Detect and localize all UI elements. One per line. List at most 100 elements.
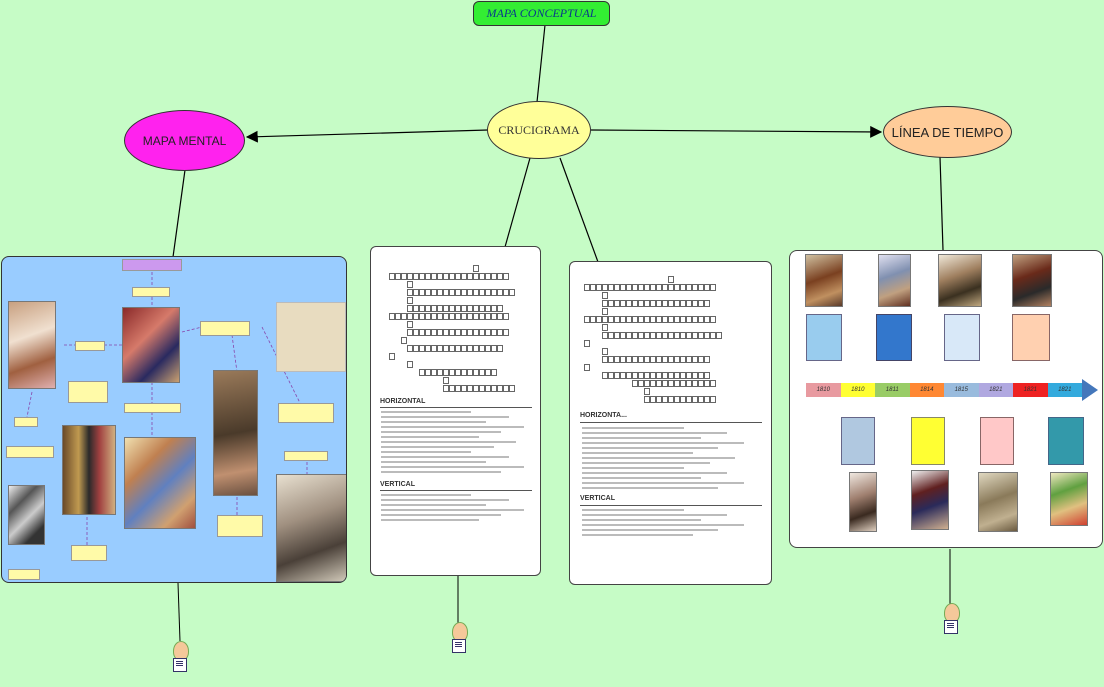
crossword-cell xyxy=(389,273,395,280)
crossword-grid-1 xyxy=(389,265,529,395)
crossword-cell xyxy=(632,356,638,363)
crossword-cell xyxy=(626,284,632,291)
node-crucigrama[interactable]: CRUCIGRAMA xyxy=(487,101,591,159)
clue-line xyxy=(582,529,718,531)
attachment-pin-timeline[interactable] xyxy=(943,603,960,634)
crossword-cell xyxy=(674,372,680,379)
timeline-image-2 xyxy=(878,254,911,307)
crossword-cell xyxy=(608,316,614,323)
clue-line xyxy=(381,519,479,521)
crossword-cell xyxy=(413,313,419,320)
node-linea-tiempo[interactable]: LÍNEA DE TIEMPO xyxy=(883,106,1012,158)
clue-line xyxy=(582,462,710,464)
crossword-cell xyxy=(485,369,491,376)
crossword-cell xyxy=(425,313,431,320)
crossword-cell xyxy=(401,337,407,344)
crossword-cell xyxy=(692,300,698,307)
crossword-cell xyxy=(698,332,704,339)
clue-line xyxy=(381,461,486,463)
crossword-cell xyxy=(449,369,455,376)
crossword-panel-2[interactable]: HORIZONTA... VERTICAL xyxy=(569,261,772,585)
crossword-cell xyxy=(431,313,437,320)
attachment-pin-crossword[interactable] xyxy=(451,622,468,653)
attachment-pin-mind-map[interactable] xyxy=(172,641,189,672)
crossword-cell xyxy=(473,289,479,296)
crossword-cell xyxy=(503,289,509,296)
crossword-cell xyxy=(656,396,662,403)
mind-map-label xyxy=(71,545,107,561)
timeline-image-5 xyxy=(849,472,877,532)
clue-line xyxy=(381,466,524,468)
crossword-cell xyxy=(608,284,614,291)
crossword-cell xyxy=(407,305,413,312)
crossword-cell xyxy=(461,313,467,320)
crossword-cell xyxy=(704,316,710,323)
crossword2-horizontal-clues xyxy=(582,427,752,491)
mind-map-label xyxy=(8,569,40,580)
link-conceptual-crucigrama xyxy=(536,24,546,103)
crossword-cell xyxy=(467,329,473,336)
crossword-cell xyxy=(704,372,710,379)
crossword-cell xyxy=(710,316,716,323)
clue-line xyxy=(381,471,501,473)
crossword-cell xyxy=(602,348,608,355)
mind-map-label xyxy=(217,515,263,537)
crossword-cell xyxy=(491,313,497,320)
crossword-cell xyxy=(449,345,455,352)
timeline-image-6 xyxy=(911,470,949,530)
mind-map-label xyxy=(124,403,181,413)
crossword-cell xyxy=(473,345,479,352)
crossword-cell xyxy=(608,356,614,363)
node-mapa-mental[interactable]: MAPA MENTAL xyxy=(124,110,245,171)
crossword-cell xyxy=(419,313,425,320)
crossword-cell xyxy=(668,316,674,323)
crossword-cell xyxy=(644,380,650,387)
clue-line xyxy=(582,447,718,449)
crossword-cell xyxy=(596,316,602,323)
crossword-cell xyxy=(716,332,722,339)
crossword-cell xyxy=(479,305,485,312)
crossword-cell xyxy=(584,364,590,371)
timeline-card-top-1 xyxy=(806,314,842,361)
mind-map-image-virgin xyxy=(8,301,56,389)
crossword-cell xyxy=(602,356,608,363)
crossword-cell xyxy=(491,329,497,336)
crossword-cell xyxy=(626,356,632,363)
mind-map-image-battle xyxy=(213,370,258,496)
clue-line xyxy=(381,416,509,418)
crossword-cell xyxy=(602,372,608,379)
crossword-cell xyxy=(710,396,716,403)
crossword-cell xyxy=(473,385,479,392)
clue-line xyxy=(582,482,744,484)
crossword-cell xyxy=(662,316,668,323)
crossword-cell xyxy=(614,300,620,307)
link-crucigrama-panel1 xyxy=(504,157,531,248)
mind-map-label xyxy=(132,287,170,297)
crossword-cell xyxy=(584,284,590,291)
node-mapa-conceptual[interactable]: MAPA CONCEPTUAL xyxy=(473,1,610,26)
crossword-vertical-heading: VERTICAL xyxy=(380,481,415,488)
crossword-cell xyxy=(698,300,704,307)
crossword-panel-1[interactable]: HORIZONTAL VERTICAL xyxy=(370,246,541,576)
crossword-cell xyxy=(692,396,698,403)
crossword-cell xyxy=(686,332,692,339)
crossword-cell xyxy=(455,385,461,392)
crossword-cell xyxy=(455,273,461,280)
clue-line xyxy=(381,426,524,428)
crossword-cell xyxy=(620,372,626,379)
crossword-cell xyxy=(413,305,419,312)
crossword-cell xyxy=(479,289,485,296)
crossword-cell xyxy=(662,396,668,403)
crossword-cell xyxy=(503,313,509,320)
mind-map-panel[interactable] xyxy=(1,256,347,583)
timeline-year-0: 1810 xyxy=(806,383,841,397)
crossword-cell xyxy=(584,316,590,323)
crossword-cell xyxy=(425,369,431,376)
clue-line xyxy=(582,519,701,521)
crossword-cell xyxy=(626,300,632,307)
crossword-cell xyxy=(461,289,467,296)
crossword-cell xyxy=(461,273,467,280)
crossword-cell xyxy=(644,356,650,363)
crossword-cell xyxy=(443,377,449,384)
